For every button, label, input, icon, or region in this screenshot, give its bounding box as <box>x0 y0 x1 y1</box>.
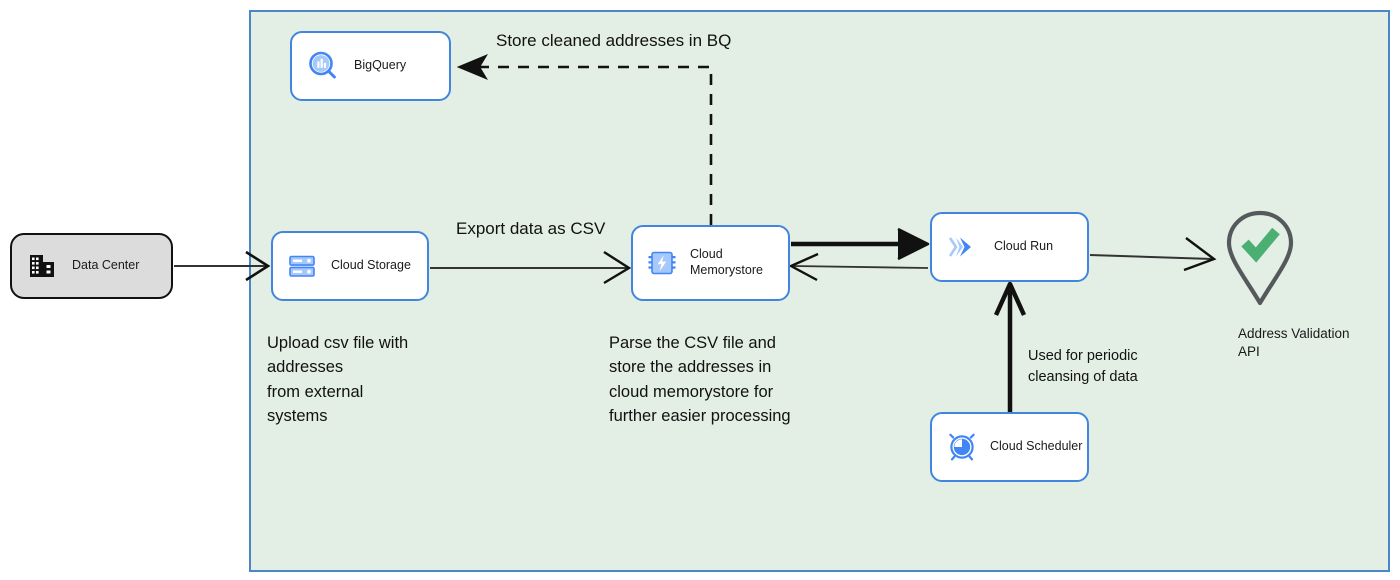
edge-label-store-cleaned-addresses: Store cleaned addresses in BQ <box>496 31 732 50</box>
node-cloud-memorystore[interactable]: Cloud Memorystore <box>631 225 790 301</box>
google-cloud-boundary <box>249 10 1390 572</box>
node-label: Data Center <box>72 258 140 273</box>
cloud-run-icon <box>946 232 980 262</box>
cloud-storage-icon <box>287 251 317 281</box>
node-cloud-run[interactable]: Cloud Run <box>930 212 1089 282</box>
map-pin-check-icon <box>1226 210 1294 306</box>
node-label: Cloud Memorystore <box>690 247 763 277</box>
address-validation-api-label: Address Validation API <box>1238 326 1350 359</box>
node-address-validation-api[interactable] <box>1218 209 1302 309</box>
note-parse-csv: Parse the CSV file and store the address… <box>609 334 791 425</box>
node-label: Cloud Run <box>994 239 1054 254</box>
note-upload-csv: Upload csv file with addresses from exte… <box>267 334 409 425</box>
cloud-scheduler-icon <box>946 431 978 463</box>
data-center-icon <box>28 252 56 280</box>
edge-label-export-data-as-csv: Export data as CSV <box>456 219 606 238</box>
node-data-center[interactable]: Data Center <box>10 233 173 299</box>
node-cloud-storage[interactable]: Cloud Storage <box>271 231 429 301</box>
node-label: Cloud Storage <box>331 258 411 273</box>
node-label: BigQuery <box>354 58 407 73</box>
bigquery-icon <box>306 49 340 83</box>
note-periodic-cleansing: Used for periodic cleansing of data <box>1028 348 1138 385</box>
cloud-memorystore-icon <box>647 248 677 278</box>
node-label: Cloud Scheduler <box>990 439 1083 454</box>
node-cloud-scheduler[interactable]: Cloud Scheduler <box>930 412 1089 482</box>
node-bigquery[interactable]: BigQuery <box>290 31 451 101</box>
